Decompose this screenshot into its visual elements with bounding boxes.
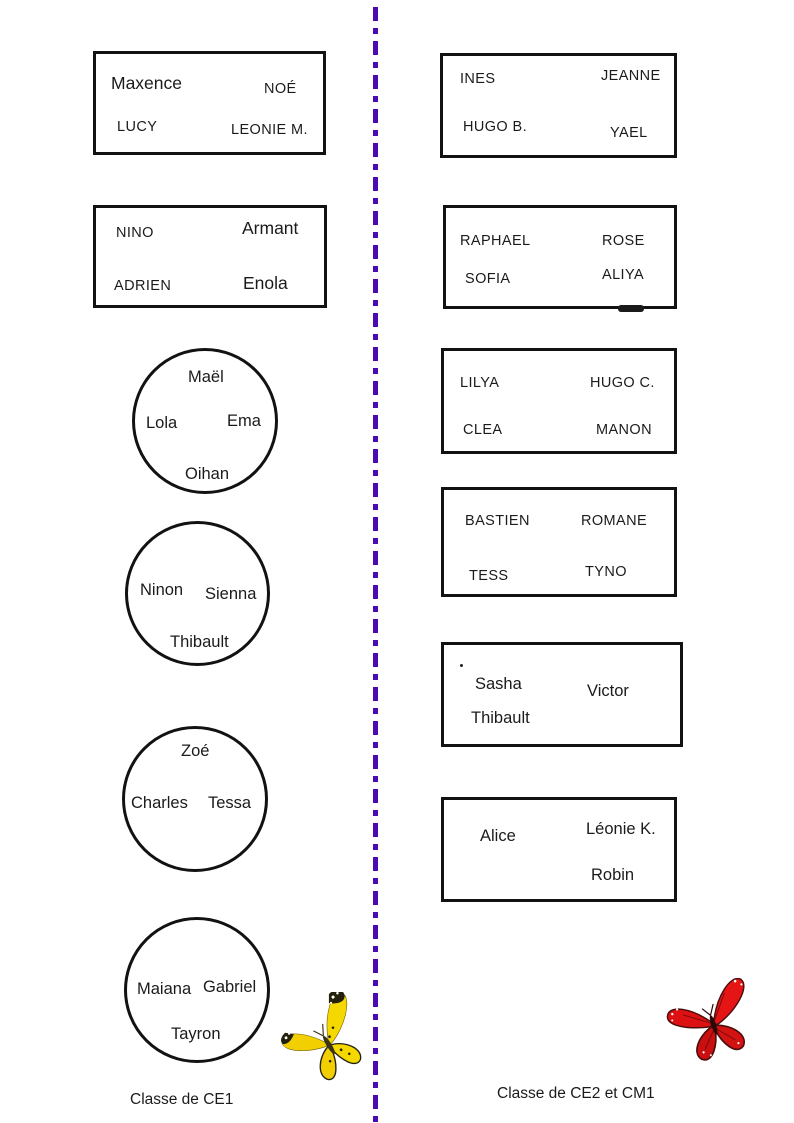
- seating-group-rect: INES JEANNE HUGO B. YAEL: [440, 53, 677, 158]
- student-name: ALIYA: [602, 267, 645, 283]
- seating-group-rect: Sasha Victor Thibault: [441, 642, 683, 747]
- student-name: YAEL: [610, 125, 648, 141]
- seating-group-rect: Alice Léonie K. Robin: [441, 797, 677, 902]
- student-name: MANON: [596, 422, 652, 438]
- seating-group-circle: Ninon Sienna Thibault: [125, 521, 270, 666]
- student-name: HUGO C.: [590, 375, 655, 391]
- student-name: Ema: [227, 412, 261, 430]
- student-name: Oihan: [185, 465, 230, 483]
- seating-group-rect: NINO Armant ADRIEN Enola: [93, 205, 327, 308]
- student-name: Maël: [188, 368, 224, 386]
- student-name: TYNO: [585, 564, 627, 580]
- student-name: LUCY: [117, 119, 158, 135]
- seating-group-rect: LILYA HUGO C. CLEA MANON: [441, 348, 677, 454]
- student-name: ADRIEN: [114, 278, 172, 294]
- seating-group-rect: RAPHAEL ROSE SOFIA ALIYA: [443, 205, 677, 309]
- student-name: Victor: [587, 682, 629, 700]
- student-name: Maiana: [137, 980, 192, 998]
- student-name: Thibault: [170, 633, 229, 651]
- student-name: ROMANE: [581, 513, 648, 529]
- student-name: TESS: [469, 568, 509, 584]
- student-name: HUGO B.: [463, 119, 528, 135]
- student-name: Armant: [242, 218, 299, 238]
- student-name: Thibault: [471, 709, 530, 727]
- student-name: Robin: [591, 866, 635, 884]
- student-name: LILYA: [460, 375, 500, 391]
- student-name: Maxence: [111, 73, 183, 93]
- left-class-label: Classe de CE1: [130, 1091, 234, 1108]
- seating-group-circle: Maël Lola Ema Oihan: [132, 348, 278, 494]
- student-name: INES: [460, 71, 496, 87]
- student-name: Ninon: [140, 581, 184, 599]
- seating-group-circle: Maiana Gabriel Tayron: [124, 917, 270, 1063]
- student-name: CLEA: [463, 422, 503, 438]
- student-name: BASTIEN: [465, 513, 530, 529]
- student-name: NINO: [116, 225, 154, 241]
- student-name: Zoé: [181, 742, 210, 760]
- student-name: SOFIA: [465, 271, 511, 287]
- red-butterfly-icon: [663, 977, 763, 1068]
- student-name: Lola: [146, 414, 178, 432]
- student-name: NOÉ: [264, 81, 297, 97]
- yellow-butterfly-icon: [281, 989, 377, 1094]
- student-name: Tessa: [208, 794, 252, 812]
- center-divider-line: [373, 7, 378, 1123]
- student-name: RAPHAEL: [460, 233, 531, 249]
- student-name: Gabriel: [203, 978, 257, 996]
- student-name: Sasha: [475, 675, 522, 693]
- student-name: JEANNE: [601, 68, 661, 84]
- student-name: Enola: [243, 273, 288, 293]
- student-name: Tayron: [171, 1025, 221, 1043]
- student-name: ROSE: [602, 233, 645, 249]
- student-name: Sienna: [205, 585, 257, 603]
- student-name: LEONIE M.: [231, 122, 308, 138]
- student-name: Léonie K.: [586, 820, 656, 838]
- seating-group-rect: Maxence NOÉ LUCY LEONIE M.: [93, 51, 326, 155]
- ink-dot: [460, 664, 463, 667]
- seating-group-rect: BASTIEN ROMANE TESS TYNO: [441, 487, 677, 597]
- seating-group-circle: Zoé Charles Tessa: [122, 726, 268, 872]
- student-name: Alice: [480, 827, 516, 845]
- student-name: Charles: [131, 794, 188, 812]
- ink-smudge: [618, 305, 644, 312]
- right-class-label: Classe de CE2 et CM1: [497, 1085, 655, 1102]
